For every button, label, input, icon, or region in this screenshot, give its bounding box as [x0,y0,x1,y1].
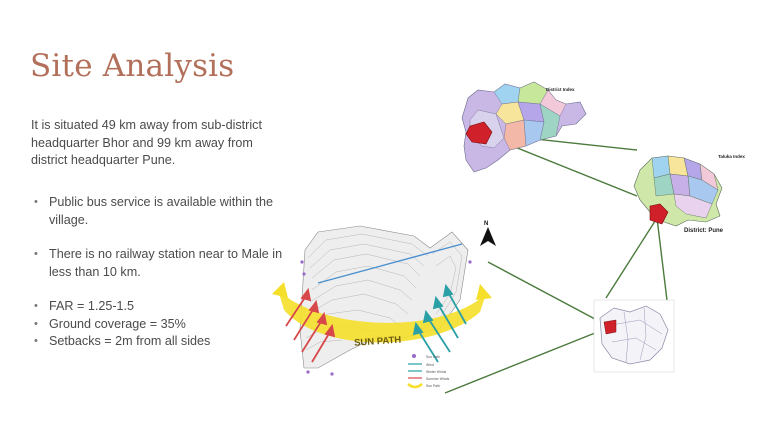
village-highlight-site [603,319,617,335]
wind-icons [300,260,472,376]
intro-paragraph: It is situated 49 km away from sub-distr… [31,118,262,167]
bullet-ground-coverage: Ground coverage = 35% [31,316,291,334]
legend-item-1: Sun Path [426,355,440,359]
bullet-setbacks: Setbacks = 2m from all sides [31,333,291,351]
north-label: N [484,221,488,227]
sun-path-label: SUN PATH [354,335,402,349]
connector-village-to-site-top [487,261,611,328]
bullet-bus-service: Public bus service is available within t… [31,194,291,229]
district-region-8 [673,193,713,219]
diagram-legend: Sun Path Wind Winter Winds Summer Winds … [407,354,449,389]
connector-district-to-village-left [605,217,658,299]
state-map: District Index [461,81,587,173]
sun-path-arrow-left [272,282,288,298]
summer-wind-arrows [285,287,336,363]
site-axis-line [317,243,463,284]
village-map-road-4 [639,307,647,361]
village-map-road-3 [623,311,629,363]
slide-title: Site Analysis [30,48,235,84]
state-map-label: District Index [546,87,575,92]
district-map: Taluka Index District: Pune [633,154,745,234]
state-region-6 [539,103,561,141]
site-diagram: SUN PATH N [272,221,496,389]
state-region-3 [539,89,567,117]
village-map-outline [599,305,669,365]
north-arrow-icon [480,227,496,246]
district-region-7 [687,175,719,205]
state-region-8 [523,119,545,147]
district-highlight-bhor [649,203,669,225]
legend-item-2: Wind [426,363,434,367]
legend-item-3: Winter Winds [426,370,446,374]
district-map-title: Taluka Index [718,154,745,159]
village-map-road-1 [605,319,663,335]
bullet-far: FAR = 1.25-1.5 [31,298,291,316]
north-arrow: N [480,221,496,246]
state-region-7 [503,119,527,151]
bullet-railway: There is no railway station near to Male… [31,246,291,281]
connector-village-to-site-bottom [444,326,611,394]
district-map-label: District: Pune [684,228,724,234]
winter-wind-arrows [412,283,467,363]
legend-item-4: Summer Winds [426,377,449,381]
state-highlight-pune [465,121,493,145]
village-map-road-2 [611,337,657,351]
sun-path-arrow-right [476,284,492,300]
legend-item-5: Sun Path [426,384,440,388]
bullet-list: Public bus service is available within t… [31,194,291,351]
village-map [593,299,675,373]
